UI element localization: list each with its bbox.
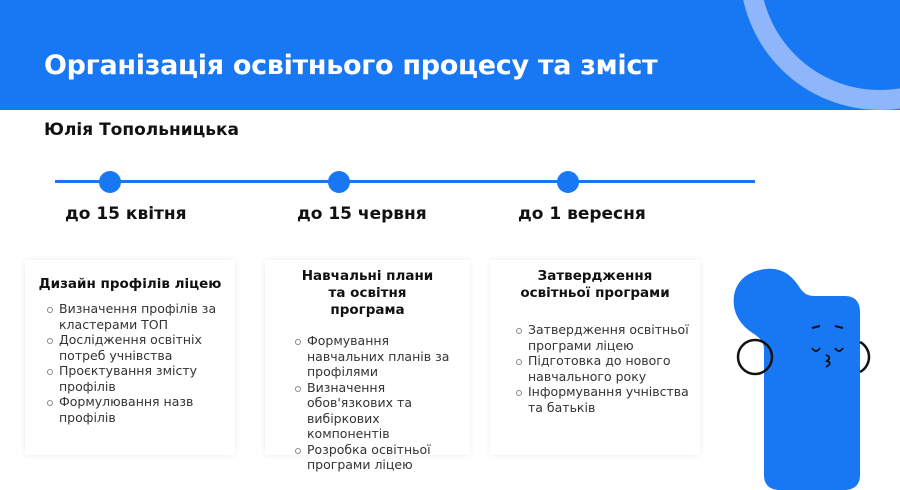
milestone-card: Навчальні плани та освітня програма Форм… [265,260,470,472]
milestone-card: Дизайн профілів ліцею Визначення профілі… [25,260,235,455]
milestone-date: до 1 вересня [518,204,646,224]
timeline-dot [99,171,121,193]
timeline-line [55,180,755,183]
header-banner: Організація освітнього процесу та зміст [0,0,900,110]
timeline-dot [557,171,579,193]
card-title: Дизайн профілів ліцею [38,276,222,292]
list-item: Формування навчальних планів за профілям… [295,333,460,380]
decorative-arc-icon [743,0,900,110]
list-item: Підготовка до нового навчального року [516,353,690,384]
timeline-dot [328,171,350,193]
page-title: Організація освітнього процесу та зміст [44,50,658,81]
author-name: Юлія Топольницька [44,120,239,140]
list-item: Визначення профілів за кластерами ТОП [47,301,225,332]
list-item: Розробка освітньої програми ліцею [295,442,460,473]
milestone-card: Затвердження освітньої програми Затвердж… [490,260,700,455]
milestone-date: до 15 червня [297,204,427,224]
list-item: Формулювання назв профілів [47,394,225,425]
mascot-illustration-icon [733,268,871,490]
card-title: Навчальні плани та освітня програма [301,268,434,318]
list-item: Проєктування змісту профілів [47,363,225,394]
card-title: Затвердження освітньої програми [520,268,670,301]
list-item: Інформування учнівства та батьків [516,384,690,415]
list-item: Затвердження освітньої програми ліцею [516,322,690,353]
list-item: Визначення обов'язкових та вибіркових ко… [295,380,460,442]
list-item: Дослідження освітніх потреб учнівства [47,332,225,363]
milestone-date: до 15 квітня [65,204,187,224]
